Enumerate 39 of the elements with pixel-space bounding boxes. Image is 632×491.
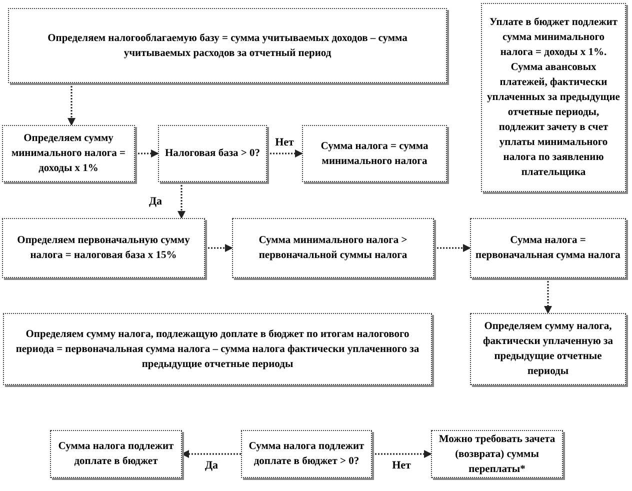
process-box — [3, 313, 432, 385]
box-text: Сумма минимального налога > первоначальной суммы налога — [258, 234, 408, 263]
box-text: Определяем сумму налога, фактически уплаченную за предыдущие отчетные периоды — [482, 320, 614, 379]
process-box — [302, 125, 447, 182]
arrow — [434, 244, 471, 252]
edge-label: Нет — [273, 137, 296, 148]
box-text: Сумма налога подлежит доплате в бюджет > 0? — [248, 440, 366, 469]
process-box — [232, 218, 434, 278]
process-box — [2, 125, 135, 182]
process-box — [241, 430, 372, 478]
process-box — [50, 430, 182, 478]
arrow — [68, 83, 76, 126]
edge-label: Нет — [390, 460, 413, 472]
box-text: Можно требовать зачета (возврата) суммы переплаты* — [438, 432, 556, 476]
process-box — [2, 218, 205, 278]
arrow — [372, 450, 432, 458]
box-text: Определяем сумму минимального налога = доходы х 1% — [10, 132, 126, 176]
process-box — [470, 218, 626, 278]
box-text: Определяем первоначальную сумму налога = налоговая база х 15% — [16, 234, 191, 263]
process-box — [158, 125, 267, 182]
arrow — [135, 150, 159, 158]
edge-label: Да — [146, 196, 164, 208]
box-text: Определяем налогооблагаемую базу = сумма учитываемых доходов – сумма учитываемых расходов за отчетный период — [46, 32, 408, 60]
box-text: Определяем сумму налога, подлежащую доплате в бюджет по итогам налогового периода = первоначальная сумма налога – сумма налога фактически уплаченного за предыдущие отчетные периоды — [14, 328, 420, 372]
arrow — [267, 150, 303, 158]
arrow — [205, 244, 233, 252]
process-box — [431, 430, 563, 478]
process-box — [481, 3, 626, 192]
process-box — [470, 313, 626, 385]
arrow — [544, 278, 552, 314]
box-text: Сумма налога = сумма минимального налога — [320, 140, 430, 168]
box-text: Налоговая база > 0? — [164, 147, 260, 161]
edge-label: Да — [202, 460, 220, 472]
box-text: Сумма налога подлежит доплате в бюджет — [57, 440, 175, 469]
arrow — [181, 450, 241, 458]
arrow — [178, 182, 186, 219]
box-text: Сумма налога = первоначальная сумма налога — [475, 234, 621, 263]
box-text: Уплате в бюджет подлежит сумма минимального налога = доходы х 1%. Сумма авансовых платежей, фактически уплаченных за предыдущие отчетные периоды, подлежит зачету в счет уплаты минимального налога по заявлению плательщика — [486, 16, 621, 180]
process-box — [8, 8, 447, 83]
